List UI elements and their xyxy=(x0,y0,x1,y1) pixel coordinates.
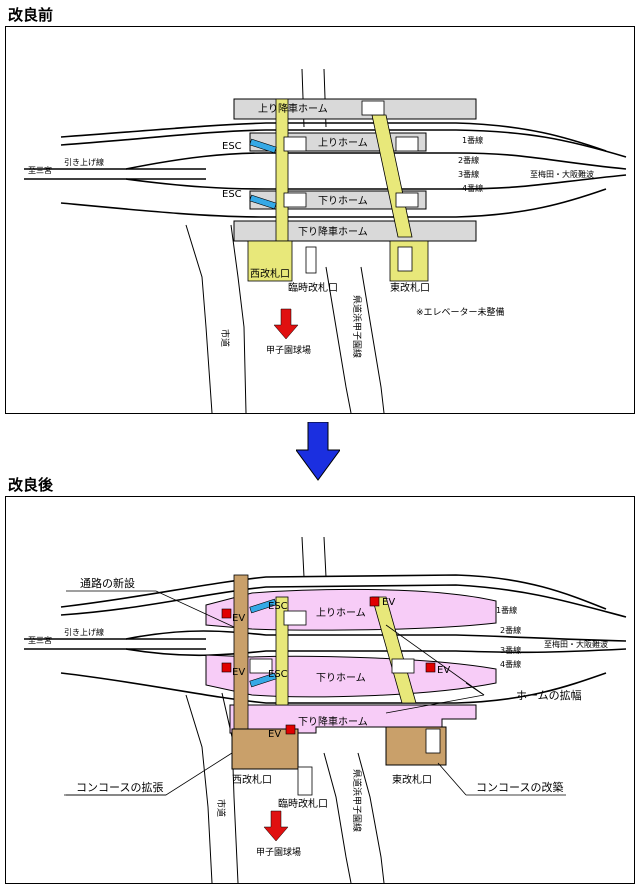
escalator-up xyxy=(249,138,277,154)
ev-label: EV xyxy=(232,667,245,678)
concourse-expansion-callout: コンコースの拡張 xyxy=(76,780,163,794)
tracks xyxy=(24,122,627,218)
east-stair xyxy=(425,728,441,754)
prefectural-road-edge xyxy=(357,752,385,884)
platforms xyxy=(233,98,477,242)
east-gate-label: 東改札口 xyxy=(392,773,432,786)
stadium-label: 甲子園球場 xyxy=(256,846,301,858)
track-2-label: 2番線 xyxy=(500,625,521,635)
tracks xyxy=(24,574,627,704)
west-gate-area xyxy=(247,240,293,282)
ev-label: EV xyxy=(382,597,395,608)
before-diagram: 上り降車ホーム 上りホーム 下りホーム 下り降車ホーム ESC ESC 1番線 … xyxy=(24,68,627,414)
after-diagram-panel: 上りホーム 下りホーム 下り降車ホーム ESC ESC EV EV EV EV … xyxy=(5,496,635,884)
stair xyxy=(391,658,415,674)
after-heading: 改良後 xyxy=(8,476,54,494)
west-gate-label: 西改札口 xyxy=(232,773,272,786)
west-gate-label: 西改札口 xyxy=(250,267,290,280)
callout-lines xyxy=(64,590,566,796)
road-north xyxy=(301,536,327,578)
elevators xyxy=(221,596,436,735)
before-heading: 改良前 xyxy=(8,6,54,24)
east-stair xyxy=(397,246,413,272)
siding-label: 引き上げ線 xyxy=(64,157,104,167)
temp-gate-label: 臨時改札口 xyxy=(278,797,328,810)
prefectural-road-label: 県道浜甲子園線 xyxy=(351,295,363,358)
track-3-label: 3番線 xyxy=(500,645,521,655)
stairs xyxy=(249,610,441,796)
stadium-label: 甲子園球場 xyxy=(266,344,311,356)
after-diagram: 上りホーム 下りホーム 下り降車ホーム ESC ESC EV EV EV EV … xyxy=(24,536,627,884)
to-sannomiya-label: 至三宮 xyxy=(28,635,52,645)
prefectural-road-edge xyxy=(360,266,385,414)
up-platform-label: 上りホーム xyxy=(316,607,366,619)
west-passage xyxy=(275,98,289,242)
elevator-icon xyxy=(285,724,296,735)
elevator-icon xyxy=(425,662,436,673)
escalator-down xyxy=(249,194,277,210)
before-diagram-panel: 上り降車ホーム 上りホーム 下りホーム 下り降車ホーム ESC ESC 1番線 … xyxy=(5,26,635,414)
escalator-down xyxy=(249,672,277,688)
temp-gate-stair xyxy=(297,766,313,796)
new-passage xyxy=(233,574,249,736)
track-4-label: 4番線 xyxy=(500,659,521,669)
ev-label: EV xyxy=(437,665,450,676)
esc-label-down: ESC xyxy=(268,669,288,680)
new-passage-callout: 通路の新設 xyxy=(80,576,135,590)
stair xyxy=(395,136,419,152)
elevator-icon xyxy=(369,596,380,607)
stair xyxy=(249,658,273,674)
track-1-label: 1番線 xyxy=(496,605,517,615)
escalator-up xyxy=(249,598,277,614)
city-road-edge xyxy=(185,224,213,414)
stair xyxy=(283,610,307,626)
track-3-label: 3番線 xyxy=(458,169,479,179)
stair xyxy=(283,136,307,152)
up-platform-label: 上りホーム xyxy=(318,137,368,149)
esc-label-down: ESC xyxy=(222,189,242,200)
stair xyxy=(361,100,385,116)
platform-widening-callout: ホームの拡幅 xyxy=(516,688,582,702)
to-sannomiya-label: 至三宮 xyxy=(28,165,52,175)
east-gate-label: 東改札口 xyxy=(390,281,430,294)
siding-label: 引き上げ線 xyxy=(64,627,104,637)
elevator-icon xyxy=(221,608,232,619)
ev-label: EV xyxy=(268,729,281,740)
track-4-label: 4番線 xyxy=(462,183,483,193)
down-alight-platform-label: 下り降車ホーム xyxy=(298,715,368,728)
stairs xyxy=(283,100,419,274)
up-down-platform-label: 上り降車ホーム xyxy=(258,102,328,115)
esc-label-up: ESC xyxy=(268,601,288,612)
ev-label: EV xyxy=(232,613,245,624)
stadium-arrow-icon xyxy=(263,810,289,842)
esc-label-up: ESC xyxy=(222,141,242,152)
concourse-rebuild-callout: コンコースの改築 xyxy=(476,780,563,794)
to-umeda-label: 至梅田・大阪難波 xyxy=(544,639,608,649)
city-road-edge xyxy=(185,694,213,884)
temp-gate-stair xyxy=(305,246,317,274)
city-road-label: 市道 xyxy=(215,799,227,817)
stair xyxy=(395,192,419,208)
stadium-arrow-icon xyxy=(273,308,299,340)
city-road-edge xyxy=(230,224,247,414)
west-concourse xyxy=(231,728,299,770)
stair xyxy=(283,192,307,208)
prefectural-road-label: 県道浜甲子園線 xyxy=(351,769,363,832)
prefectural-road-edge xyxy=(323,752,352,884)
down-platform-label: 下りホーム xyxy=(316,672,366,684)
down-platform-label: 下りホーム xyxy=(318,195,368,207)
elevator-note: ※エレベーター未整備 xyxy=(416,306,505,318)
prefectural-road-edge xyxy=(325,266,352,414)
track-2-label: 2番線 xyxy=(458,155,479,165)
city-road-label: 市道 xyxy=(219,329,231,347)
to-umeda-label: 至梅田・大阪難波 xyxy=(530,169,594,179)
elevator-icon xyxy=(221,662,232,673)
down-alight-platform xyxy=(233,220,477,242)
down-alight-platform-label: 下り降車ホーム xyxy=(298,225,368,238)
up-down-platform xyxy=(233,98,477,120)
transition-arrow-icon xyxy=(296,422,340,481)
track-1-label: 1番線 xyxy=(462,135,483,145)
temp-gate-label: 臨時改札口 xyxy=(288,281,338,294)
